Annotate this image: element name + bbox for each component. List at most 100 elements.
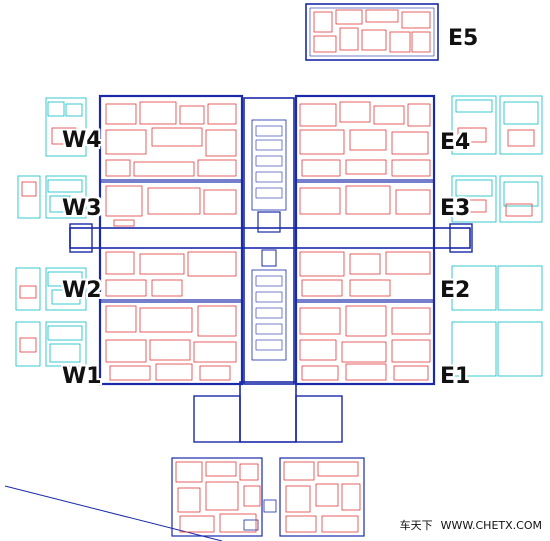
east-booth (299, 187, 341, 215)
outbuilding (45, 321, 87, 367)
spine-atrium (257, 211, 281, 233)
east-booth (301, 279, 343, 297)
central-spine-wall (243, 97, 295, 385)
south-booth (177, 487, 201, 513)
spine-court-south (251, 269, 287, 361)
hall-label-w1[interactable]: W1 (62, 364, 102, 389)
e5-booth (313, 11, 333, 33)
outbuilding-booth (459, 199, 487, 213)
outbuilding (47, 271, 83, 287)
west-booth (203, 189, 237, 215)
west-booth (105, 339, 147, 363)
outbuilding-booth (21, 181, 37, 197)
hall-divider (295, 299, 435, 303)
outbuilding-booth (19, 337, 37, 353)
spine-booth (255, 171, 283, 183)
outbuilding (45, 97, 87, 157)
east-booth (345, 363, 387, 381)
south-wing-east (295, 395, 343, 443)
outbuilding (497, 265, 543, 311)
west-booth (197, 305, 237, 337)
outbuilding (45, 175, 87, 219)
south-structure (263, 499, 277, 513)
outbuilding (451, 265, 497, 311)
hall-e5-wall (305, 3, 439, 61)
spine-booth (255, 187, 283, 199)
hall-label-e3[interactable]: E3 (440, 196, 471, 221)
spine-booth (255, 125, 283, 137)
hall-label-e1[interactable]: E1 (440, 364, 471, 389)
hall-divider (99, 179, 243, 183)
east-west-corridor (69, 227, 471, 249)
east-booth (301, 365, 339, 381)
west-booth (151, 279, 183, 297)
west-booth (109, 365, 151, 381)
hall-divider (295, 179, 435, 183)
watermark-url: WWW.CHETX.COM (440, 519, 542, 532)
outbuilding (451, 321, 497, 377)
east-booth (345, 185, 391, 215)
west-booth (193, 341, 237, 363)
west-booth (199, 365, 231, 381)
hall-label-e4[interactable]: E4 (440, 130, 471, 155)
west-booth (105, 103, 137, 125)
east-booth (393, 365, 429, 381)
spine-court-north (251, 119, 287, 211)
south-booth (321, 515, 359, 533)
west-block-wall (98, 94, 244, 386)
south-booth (315, 483, 339, 507)
west-booth (197, 159, 237, 177)
south-booth (239, 463, 259, 481)
outbuilding (455, 99, 493, 113)
outbuilding (455, 179, 493, 197)
outbuilding (499, 175, 543, 223)
hall-label-e2[interactable]: E2 (440, 278, 471, 303)
east-booth (349, 253, 381, 275)
east-booth (299, 103, 337, 127)
outbuilding (15, 267, 41, 311)
watermark-brand: 车天下 (399, 519, 433, 532)
e5-booth (365, 9, 399, 23)
south-booth (283, 461, 315, 481)
east-booth (395, 189, 431, 215)
hall-divider (99, 299, 243, 303)
west-booth (151, 127, 203, 147)
hall-label-w4[interactable]: W4 (62, 128, 102, 153)
south-booth (205, 481, 239, 511)
east-booth (299, 339, 337, 361)
spine-booth (255, 339, 283, 351)
west-booth (187, 251, 237, 277)
hall-label-e5[interactable]: E5 (448, 26, 479, 51)
outbuilding (503, 181, 539, 207)
hall-label-w2[interactable]: W2 (62, 278, 102, 303)
site-boundary-line (4, 485, 223, 541)
west-booth (105, 305, 137, 333)
hall-walls (69, 3, 473, 537)
e5-booth (339, 27, 359, 51)
south-structure (243, 519, 259, 531)
west-booth (155, 363, 193, 381)
e5-booth (401, 11, 431, 29)
outbuilding-booth (457, 127, 487, 143)
spine-booth (255, 323, 283, 335)
site-watermark: 车天下 WWW.CHETX.COM (400, 517, 542, 533)
outbuilding-booth (19, 285, 37, 299)
east-booth (299, 307, 341, 335)
hall-label-w3[interactable]: W3 (62, 196, 102, 221)
south-booth (341, 483, 361, 511)
east-booth (345, 305, 387, 337)
east-booth (345, 159, 387, 175)
east-booth (339, 101, 371, 123)
south-wing-west (193, 395, 241, 443)
west-booth (133, 161, 195, 177)
e5-booth (313, 35, 337, 53)
south-entrance (239, 381, 297, 443)
west-booth (105, 185, 143, 217)
e5-booth (389, 31, 411, 53)
south-building-east (279, 457, 365, 537)
west-booth (207, 103, 237, 125)
outbuilding-booth (505, 203, 533, 217)
east-booth (301, 159, 341, 177)
outbuilding (65, 103, 83, 117)
